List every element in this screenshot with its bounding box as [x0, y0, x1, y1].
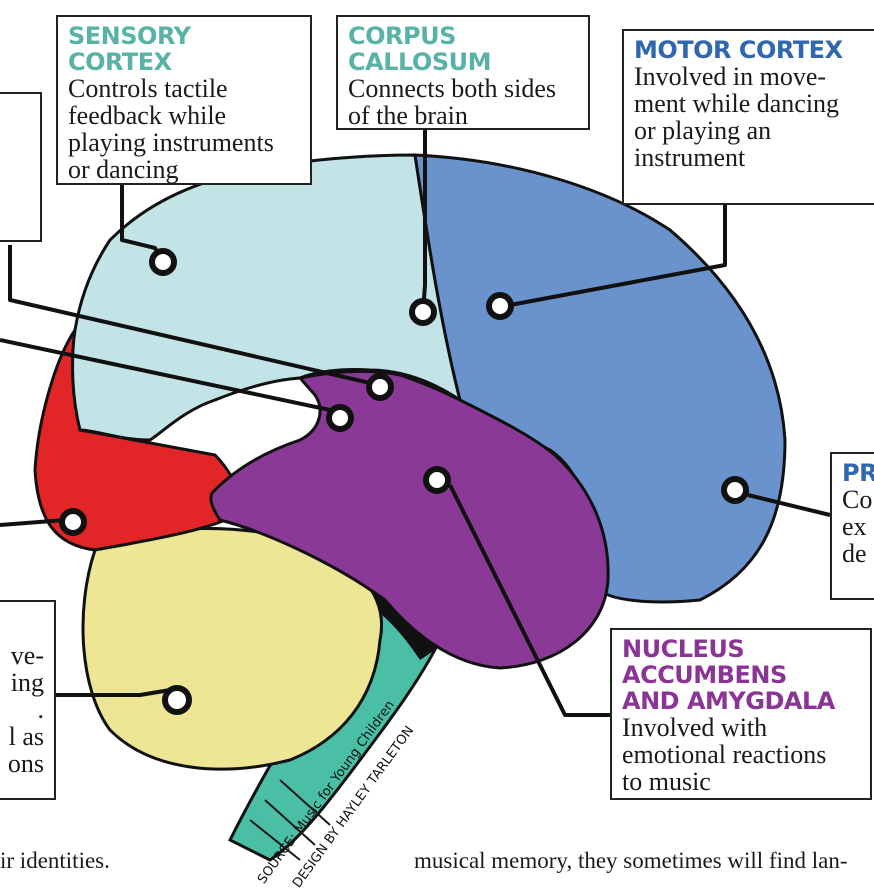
footer-left-text: ir identities. [0, 848, 110, 874]
nucleus-body: Involved with emotional reactions to mus… [622, 714, 860, 795]
left-top-label-box [0, 92, 42, 242]
sensory-cortex-title: SENSORY CORTEX [68, 23, 300, 75]
sensory-cortex-label: SENSORY CORTEX Controls tactile feedback… [56, 15, 312, 185]
motor-cortex-label: MOTOR CORTEX Involved in move- ment whil… [622, 29, 874, 205]
prefrontal-label: PR Co ex de [830, 452, 874, 600]
nucleus-title: NUCLEUS ACCUMBENS AND AMYGDALA [622, 636, 860, 714]
corpus-marker [412, 301, 434, 323]
footer-right-text: musical memory, they sometimes will find… [414, 848, 848, 874]
cerebellum-marker [165, 688, 189, 712]
nucleus-marker [426, 469, 448, 491]
red-marker [62, 511, 84, 533]
nucleus-label: NUCLEUS ACCUMBENS AND AMYGDALA Involved … [610, 628, 872, 800]
sensory-cortex-body: Controls tactile feedback while playing … [68, 75, 300, 183]
cerebellum-label: ve- ing . l as ons [0, 600, 56, 800]
prefrontal-marker [724, 479, 746, 501]
corpus-callosum-body: Connects both sides of the brain [348, 75, 578, 129]
marker-upper [369, 376, 391, 398]
sensory-marker [152, 251, 174, 273]
motor-cortex-title: MOTOR CORTEX [634, 37, 868, 63]
motor-cortex-body: Involved in move- ment while dancing or … [634, 63, 868, 171]
prefrontal-title: PR [842, 460, 874, 486]
motor-marker [489, 295, 511, 317]
marker-lower [329, 407, 351, 429]
prefrontal-body: Co ex de [842, 486, 874, 567]
corpus-callosum-label: CORPUS CALLOSUM Connects both sides of t… [336, 15, 590, 130]
corpus-callosum-title: CORPUS CALLOSUM [348, 23, 578, 75]
cerebellum-body: ve- ing . l as ons [0, 642, 44, 777]
